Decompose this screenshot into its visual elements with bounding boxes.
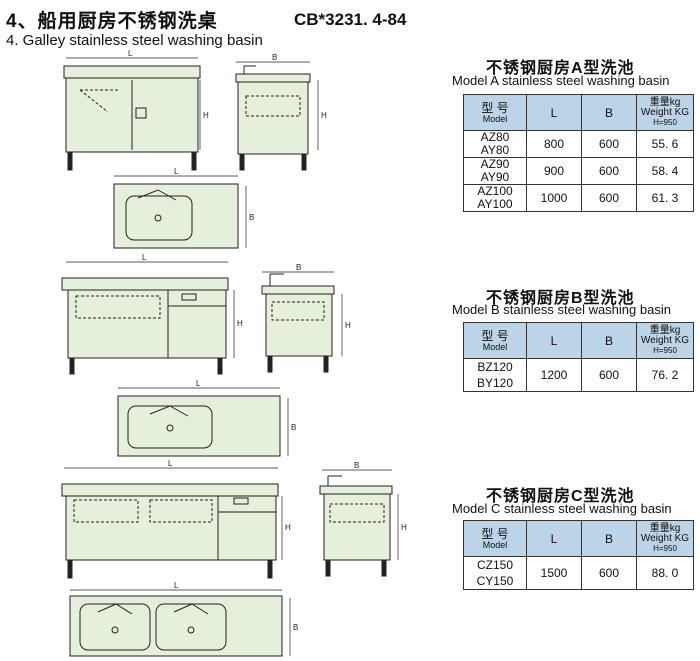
- dim-label-height-b-side: H: [345, 321, 351, 330]
- dim-label-length-c-front: L: [168, 459, 173, 468]
- dim-label-height-c-side: H: [401, 523, 407, 532]
- header-weight: 重量kg Weight KG H=950: [636, 322, 694, 359]
- weight-value: 55. 6: [636, 130, 694, 158]
- model-code: AY100: [463, 198, 527, 212]
- dim-label-height-a-side: H: [321, 111, 327, 120]
- length-value: 1000: [526, 184, 582, 212]
- dim-label-width-a-top: B: [249, 213, 254, 222]
- model-a-spec-table: 型 号 Model L B 重量kg Weight KG H=950 AZ80 …: [463, 94, 694, 212]
- model-c-spec-table: 型 号 Model L B 重量kg Weight KG H=950 CZ150…: [463, 520, 694, 590]
- model-b-title-cn: 不锈钢厨房B型洗池: [486, 290, 635, 307]
- model-a-side-view: [235, 61, 319, 171]
- dim-label-height-a-front: H: [203, 111, 209, 120]
- model-b-spec-table: 型 号 Model L B 重量kg Weight KG H=950 BZ120…: [463, 322, 694, 392]
- model-a-title-cn: 不锈钢厨房A型洗池: [486, 60, 635, 77]
- model-b-front-view: [61, 261, 235, 375]
- width-value: 600: [581, 358, 637, 392]
- standard-code: CB*3231. 4-84: [294, 10, 407, 29]
- header-weight: 重量kg Weight KG H=950: [636, 520, 694, 557]
- weight-value: 76. 2: [636, 358, 694, 392]
- dim-label-length-a-top: L: [174, 167, 179, 176]
- model-a-front-view: [63, 57, 201, 171]
- model-code: AZ100: [463, 184, 527, 198]
- model-c-side-view: [319, 469, 399, 577]
- length-value: 900: [526, 157, 582, 185]
- dim-label-height-b-front: H: [237, 319, 243, 328]
- header-model: 型 号 Model: [463, 322, 527, 359]
- weight-value: 88. 0: [636, 556, 694, 590]
- model-b-side-view: [261, 271, 343, 373]
- dim-label-length-c-top: L: [174, 581, 179, 590]
- dim-label-length-b-top: L: [196, 379, 201, 388]
- dim-label-width-b-side: B: [296, 263, 301, 272]
- dim-label-width-a-side: B: [272, 53, 277, 62]
- dim-label-height-c-front: H: [285, 523, 291, 532]
- width-value: 600: [581, 157, 637, 185]
- page-title: 4、船用厨房不锈钢洗桌: [6, 11, 218, 32]
- header-width: B: [581, 520, 637, 557]
- dim-label-length-a-front: L: [128, 49, 133, 58]
- model-code: BY120: [463, 375, 527, 392]
- model-c-front-view: [61, 467, 283, 579]
- weight-value: 58. 4: [636, 157, 694, 185]
- dim-label-length-b-front: L: [142, 253, 147, 262]
- model-code: CZ150: [463, 556, 527, 573]
- length-value: 800: [526, 130, 582, 158]
- header-length: L: [526, 520, 582, 557]
- length-value: 1200: [526, 358, 582, 392]
- model-code: CY150: [463, 573, 527, 590]
- model-c-title-cn: 不锈钢厨房C型洗池: [486, 488, 635, 505]
- dim-label-width-c-side: B: [354, 461, 359, 470]
- model-code: AZ90: [463, 157, 527, 171]
- header-width: B: [581, 322, 637, 359]
- header-model: 型 号 Model: [463, 94, 527, 131]
- model-a-title-en: Model A stainless steel washing basin: [452, 73, 670, 88]
- weight-value: 61. 3: [636, 184, 694, 212]
- model-code: AY90: [463, 171, 527, 185]
- model-code: AY80: [463, 144, 527, 158]
- model-code: BZ120: [463, 358, 527, 375]
- length-value: 1500: [526, 556, 582, 590]
- table-row: BZ120 1200 600 76. 2: [463, 358, 694, 392]
- width-value: 600: [581, 184, 637, 212]
- header-length: L: [526, 322, 582, 359]
- model-code: AZ80: [463, 130, 527, 144]
- table-row: AZ90 900 600 58. 4: [463, 157, 694, 185]
- table-row: AZ80 800 600 55. 6: [463, 130, 694, 158]
- page-subtitle: 4. Galley stainless steel washing basin: [6, 32, 263, 49]
- width-value: 600: [581, 556, 637, 590]
- table-row: AZ100 1000 600 61. 3: [463, 184, 694, 212]
- header-model: 型 号 Model: [463, 520, 527, 557]
- dim-label-width-b-top: B: [291, 423, 296, 432]
- dim-label-width-c-top: B: [293, 623, 298, 632]
- model-c-title-en: Model C stainless steel washing basin: [452, 501, 672, 516]
- table-row: CZ150 1500 600 88. 0: [463, 556, 694, 590]
- header-width: B: [581, 94, 637, 131]
- width-value: 600: [581, 130, 637, 158]
- header-length: L: [526, 94, 582, 131]
- model-b-top-view: [117, 387, 289, 457]
- header-weight: 重量kg Weight KG H=950: [636, 94, 694, 131]
- model-a-top-view: [113, 175, 247, 249]
- model-c-top-view: [69, 589, 291, 657]
- model-b-title-en: Model B stainless steel washing basin: [452, 302, 671, 317]
